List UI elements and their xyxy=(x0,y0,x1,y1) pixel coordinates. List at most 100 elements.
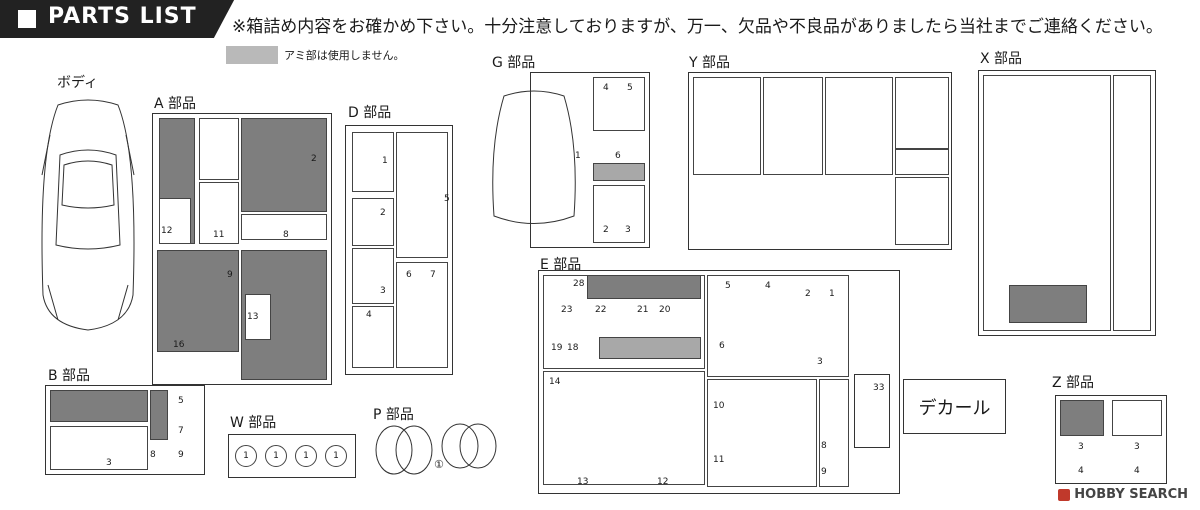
y-part-rings xyxy=(895,149,949,175)
d-part-4 xyxy=(352,306,394,368)
sprue-z: 3 3 4 4 xyxy=(1055,395,1167,484)
a-part-8 xyxy=(241,214,327,240)
a-num-8: 8 xyxy=(283,230,289,240)
sprue-g: 1 4 5 6 2 3 xyxy=(530,72,650,248)
body-shell-drawing xyxy=(41,99,135,331)
label-z: Z 部品 xyxy=(1052,375,1095,391)
sprue-x xyxy=(978,70,1156,336)
y-part-engine xyxy=(825,77,893,175)
e-num-6: 6 xyxy=(719,341,725,351)
g-part-4-5 xyxy=(593,77,645,131)
mesh-note: アミ部は使用しません。 xyxy=(284,49,405,62)
d-num-1: 1 xyxy=(382,156,388,166)
e-num-28: 28 xyxy=(573,279,585,289)
e-num-33: 33 xyxy=(873,383,885,393)
e-part-mesh xyxy=(599,337,701,359)
e-num-5: 5 xyxy=(725,281,731,291)
e-num-18: 18 xyxy=(567,343,579,353)
b-num-8: 8 xyxy=(150,450,156,460)
e-num-22: 22 xyxy=(595,305,607,315)
d-part-6-7 xyxy=(396,262,448,368)
w-part-1b: 1 xyxy=(265,445,287,467)
a-part-gears xyxy=(199,118,239,180)
d-num-5: 5 xyxy=(444,194,450,204)
d-num-4: 4 xyxy=(366,310,372,320)
e-num-10: 10 xyxy=(713,401,725,411)
a-part-9 xyxy=(157,250,239,352)
sprue-a: 12 11 2 8 9 13 16 xyxy=(152,113,332,385)
e-part-14 xyxy=(543,371,705,485)
sprue-w: 1 1 1 1 xyxy=(228,434,356,478)
e-num-4: 4 xyxy=(765,281,771,291)
b-num-7: 7 xyxy=(178,426,184,436)
label-w: W 部品 xyxy=(230,415,277,431)
g-num-3: 3 xyxy=(625,225,631,235)
d-part-3 xyxy=(352,248,394,304)
watermark: HOBBY SEARCH xyxy=(1058,487,1188,502)
z-num-4b: 4 xyxy=(1134,466,1140,476)
y-part-small xyxy=(895,77,949,149)
x-part-tank xyxy=(1009,285,1087,323)
mesh-swatch xyxy=(226,46,278,64)
e-num-20: 20 xyxy=(659,305,671,315)
d-num-2: 2 xyxy=(380,208,386,218)
g-body-drawing xyxy=(492,90,576,224)
a-num-13: 13 xyxy=(247,312,259,322)
d-num-6: 6 xyxy=(406,270,412,280)
e-num-2: 2 xyxy=(805,289,811,299)
a-num-2: 2 xyxy=(311,154,317,164)
d-part-2 xyxy=(352,198,394,246)
a-num-16: 16 xyxy=(173,340,185,350)
e-num-8: 8 xyxy=(821,441,827,451)
e-num-3: 3 xyxy=(817,357,823,367)
sprue-e: 28 23 22 21 20 19 18 14 13 12 6 3 10 11 … xyxy=(538,270,900,494)
z-num-3b: 3 xyxy=(1134,442,1140,452)
y-part-pins xyxy=(895,177,949,245)
b-part-side xyxy=(150,390,168,440)
e-num-12: 12 xyxy=(657,477,669,487)
label-p: P 部品 xyxy=(373,407,414,423)
b-part-top xyxy=(50,390,148,422)
watermark-text: HOBBY SEARCH xyxy=(1074,487,1188,502)
b-num-5: 5 xyxy=(178,396,184,406)
a-num-11: 11 xyxy=(213,230,225,240)
label-g: G 部品 xyxy=(492,55,536,71)
a-part-12 xyxy=(159,198,191,244)
sprue-e-33: 33 xyxy=(854,374,890,448)
x-part-chassis xyxy=(983,75,1111,331)
p-num-1: ① xyxy=(434,458,444,471)
b-num-3: 3 xyxy=(106,458,112,468)
e-num-14: 14 xyxy=(549,377,561,387)
z-num-3a: 3 xyxy=(1078,442,1084,452)
p-tires-drawing xyxy=(375,423,497,475)
a-num-9: 9 xyxy=(227,270,233,280)
w-part-1d: 1 xyxy=(325,445,347,467)
g-num-1: 1 xyxy=(575,151,581,161)
label-y: Y 部品 xyxy=(689,55,731,71)
hobby-search-logo-icon xyxy=(1058,488,1071,501)
g-part-mesh xyxy=(593,163,645,181)
d-num-7: 7 xyxy=(430,270,436,280)
e-part-10-11 xyxy=(707,379,817,487)
label-body: ボディ xyxy=(57,75,99,91)
g-num-5: 5 xyxy=(627,83,633,93)
e-num-19: 19 xyxy=(551,343,563,353)
e-num-1: 1 xyxy=(829,289,835,299)
header-square-icon xyxy=(18,10,36,28)
d-part-1 xyxy=(352,132,394,192)
sprue-b: 3 5 7 8 9 xyxy=(45,385,205,475)
label-d: D 部品 xyxy=(348,105,392,121)
label-b: B 部品 xyxy=(48,368,91,384)
a-part-13-slot xyxy=(245,294,271,340)
y-part-frame xyxy=(693,77,761,175)
page-title: PARTS LIST xyxy=(48,4,197,29)
label-x: X 部品 xyxy=(980,51,1023,67)
sprue-y xyxy=(688,72,952,250)
g-num-2: 2 xyxy=(603,225,609,235)
e-num-23: 23 xyxy=(561,305,573,315)
e-part-8-9 xyxy=(819,379,849,487)
w-part-1a: 1 xyxy=(235,445,257,467)
a-part-11 xyxy=(199,182,239,244)
g-num-4: 4 xyxy=(603,83,609,93)
w-part-1c: 1 xyxy=(295,445,317,467)
